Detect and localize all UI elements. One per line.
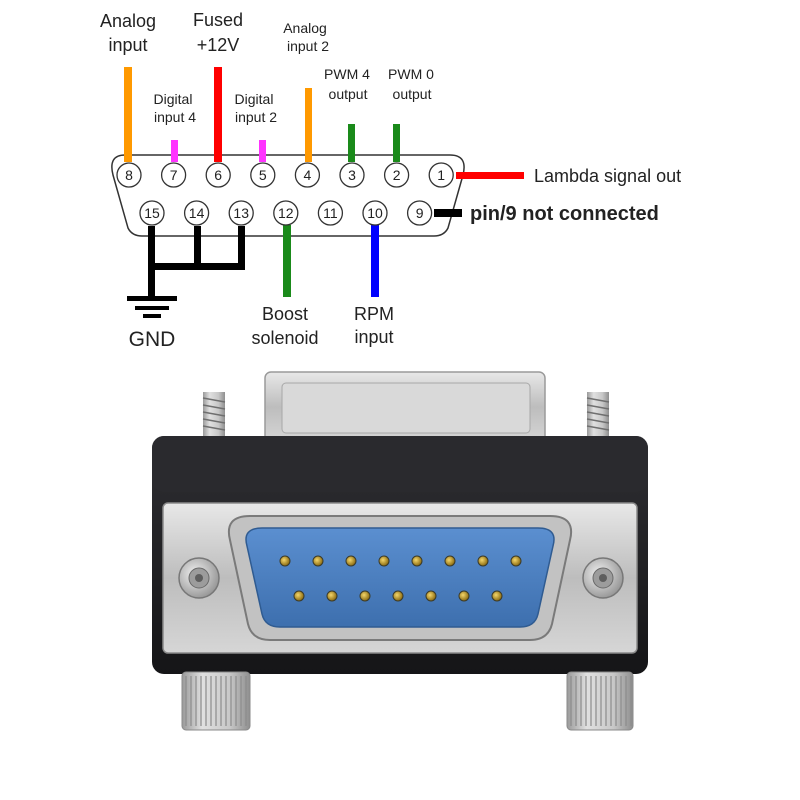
label-pin10-line2: input (354, 327, 393, 347)
label-pin3-line1: PWM 4 (324, 66, 370, 82)
pin-15-circle (139, 200, 165, 226)
wire-pin12-green (283, 225, 291, 297)
wire-pin10-blue (371, 225, 379, 297)
wire-pin7-magenta (171, 140, 178, 162)
pin-7-circle (160, 162, 187, 188)
pin-5-circle (250, 162, 276, 188)
gold-pins (279, 555, 522, 602)
pin-12-circle (273, 200, 299, 226)
knurled-nut-left (181, 671, 251, 731)
label-gnd: GND (129, 328, 176, 351)
label-pin7-line2: input 4 (154, 109, 196, 125)
label-pin3-line2: output (329, 86, 368, 102)
pin-15-number: 15 (144, 205, 160, 221)
pin-1-circle (428, 162, 454, 188)
pin-12-number: 12 (278, 205, 294, 221)
pin-11-number: 11 (323, 205, 338, 221)
rear-screw-left (202, 392, 226, 437)
bottom-gold-pin-6 (458, 590, 470, 602)
wire-pin1-red (456, 172, 524, 179)
label-pin8-line2: input (108, 35, 147, 55)
connector-illustration (152, 371, 648, 731)
bottom-gold-pin-2 (326, 590, 338, 602)
knurled-nut-right (566, 671, 634, 731)
top-gold-pin-1 (279, 555, 291, 567)
top-gold-pin-8 (510, 555, 522, 567)
bottom-gold-pin-1 (293, 590, 305, 602)
label-pin7-line1: Digital (154, 91, 193, 107)
pins-top-row: 8 7 6 5 4 3 2 1 (116, 162, 454, 188)
label-pin6-line1: Fused (193, 10, 243, 30)
top-gold-pin-2 (312, 555, 324, 567)
wire-pin5-magenta (259, 140, 266, 162)
face-screw-left-icon (178, 557, 220, 599)
top-gold-pin-5 (411, 555, 423, 567)
pin-10-number: 10 (367, 205, 383, 221)
bottom-gold-pin-7 (491, 590, 503, 602)
top-gold-pin-6 (444, 555, 456, 567)
pin-2-number: 2 (393, 167, 401, 183)
bottom-gold-pin-4 (392, 590, 404, 602)
pin-8-circle (116, 162, 142, 188)
pin-5-number: 5 (259, 167, 267, 183)
pin-10-circle (362, 200, 388, 226)
pin-1-number: 1 (437, 167, 445, 183)
top-gold-pin-7 (477, 555, 489, 567)
bottom-gold-pin-3 (359, 590, 371, 602)
pin-6-number: 6 (214, 167, 222, 183)
bottom-gold-pin-5 (425, 590, 437, 602)
label-pin10-line1: RPM (354, 304, 394, 324)
label-pin1: Lambda signal out (534, 166, 681, 186)
rear-screw-right (586, 392, 610, 437)
label-pin4-line2: input 2 (287, 38, 329, 54)
label-pin6-line2: +12V (197, 35, 240, 55)
face-screw-right-icon (582, 557, 624, 599)
label-pin4-line1: Analog (283, 20, 327, 36)
pin-4-number: 4 (304, 167, 312, 183)
label-pin5-line1: Digital (235, 91, 274, 107)
pin-9-number: 9 (416, 205, 424, 221)
pin-4-circle (294, 162, 321, 188)
pin-8-number: 8 (125, 167, 133, 183)
ground-wiring (148, 226, 245, 296)
wire-pin9-black (434, 209, 462, 217)
pin-13-circle (228, 200, 254, 226)
label-pin12-line2: solenoid (251, 328, 318, 348)
ground-symbol-icon (127, 296, 177, 318)
blue-insulator (245, 527, 555, 628)
top-gold-pin-3 (345, 555, 357, 567)
label-pin9: pin/9 not connected (470, 203, 659, 225)
pin-14-circle (183, 200, 210, 226)
top-gold-pin-4 (378, 555, 390, 567)
pin-11-circle (317, 200, 344, 226)
label-pin8-line1: Analog (100, 11, 156, 31)
wire-pin4-orange (305, 88, 312, 162)
pin-3-circle (339, 162, 365, 188)
label-pin2-line1: PWM 0 (388, 66, 434, 82)
label-pin5-line2: input 2 (235, 109, 277, 125)
pin-3-number: 3 (348, 167, 356, 183)
label-pin2-line2: output (393, 86, 432, 102)
pin-13-number: 13 (233, 205, 249, 221)
wire-pin8-orange (124, 67, 132, 162)
wire-pin3-green (348, 124, 355, 162)
pin-2-circle (383, 162, 410, 188)
pins-bottom-row: 15 14 13 12 11 10 9 (139, 200, 433, 226)
pin-14-number: 14 (189, 205, 205, 221)
pin-7-number: 7 (170, 167, 178, 183)
pin-9-circle (406, 200, 433, 226)
pin-6-circle (205, 162, 231, 188)
label-pin12-line1: Boost (262, 304, 308, 324)
wire-pin6-red (214, 67, 222, 162)
wire-pin2-green (393, 124, 400, 162)
